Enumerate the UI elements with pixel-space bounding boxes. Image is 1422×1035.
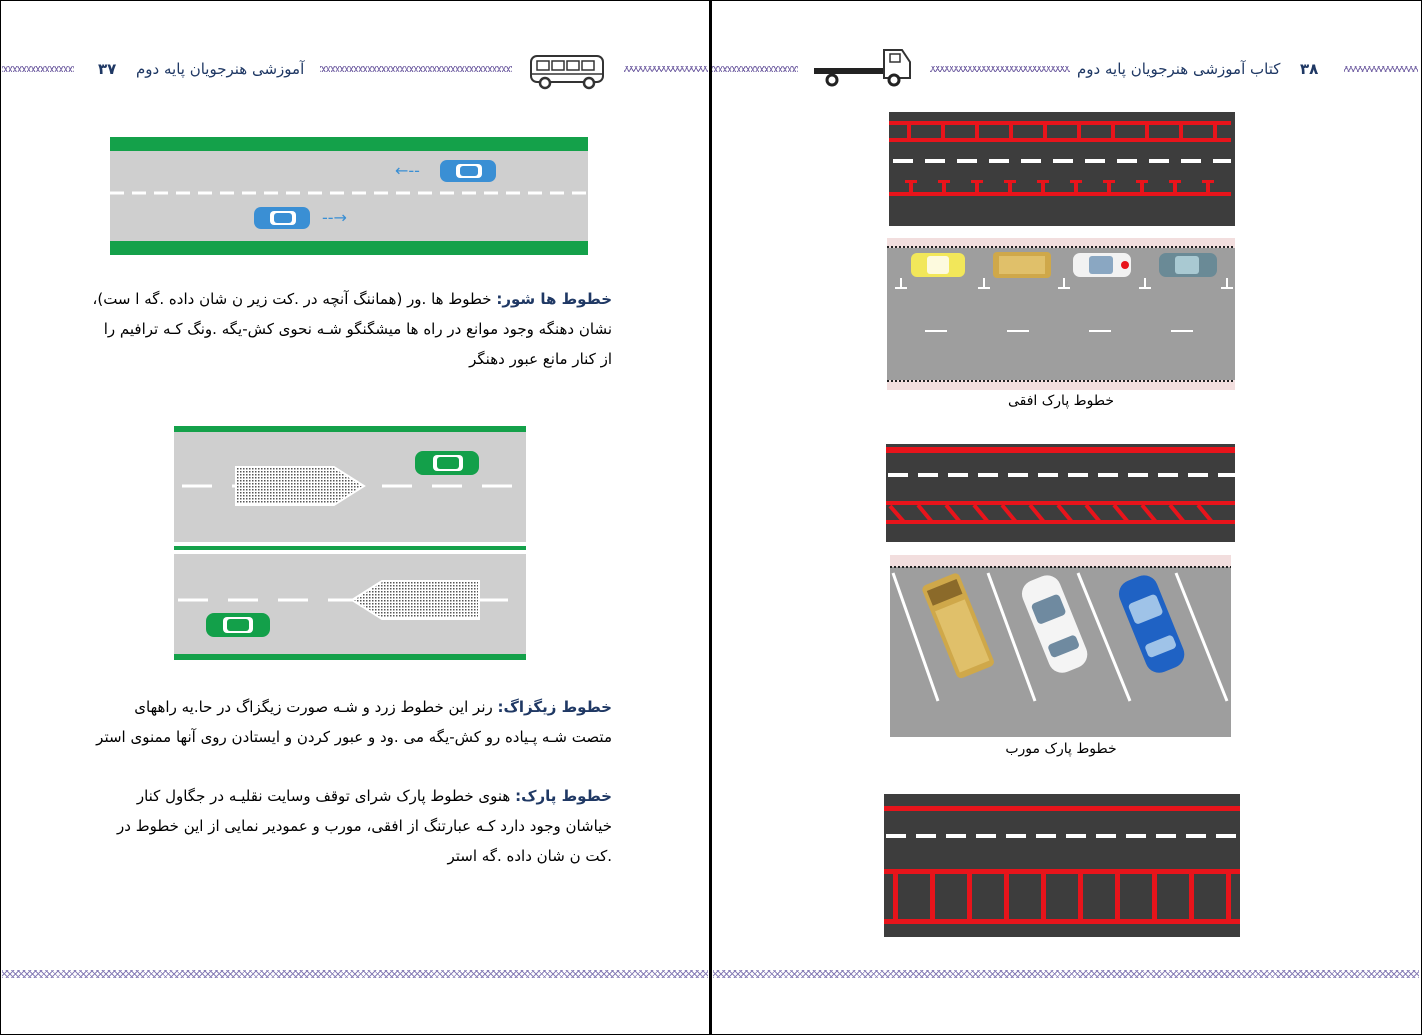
car-icon <box>993 252 1051 278</box>
truck-icon <box>814 49 911 87</box>
red-diagonal-markings-illustration <box>886 444 1235 542</box>
book-title: آموزشی هنرجویان پایه دوم <box>136 60 305 78</box>
caption-horizontal-parking: خطوط پارک افقی <box>1007 393 1114 409</box>
footer-ornament <box>713 970 1419 978</box>
car-icon <box>1021 575 1088 673</box>
horizontal-parking-illustration <box>887 238 1235 390</box>
caption-diagonal-parking: خطوط پارک مورب <box>1005 741 1117 757</box>
section-body: رنر این خطوط زرد و شـه صورت زیگزاگ در حا… <box>96 698 612 746</box>
obstacle-lines-illustration <box>174 426 526 660</box>
section-body: خطوط ها .ور (هماننگ آنچه در .کت زیر ن شا… <box>92 290 613 368</box>
section-body: هنوی خطوط پارک شرای توقف وسایت نقلیـه در… <box>117 787 612 865</box>
car-icon <box>206 613 270 637</box>
section-term: خطوط زیگزاگ: <box>497 698 612 716</box>
car-icon <box>440 160 496 182</box>
car-icon <box>1118 575 1185 673</box>
header-ornament <box>1344 66 1418 72</box>
bus-icon <box>530 55 604 90</box>
header-ornament <box>320 66 512 72</box>
paragraph-zigzag-lines: خطوط زیگزاگ: رنر این خطوط زرد و شـه صورت… <box>92 692 612 752</box>
page-divider <box>709 0 712 1035</box>
page-number: ۳۷ <box>98 60 117 78</box>
header-ornament <box>2 66 74 72</box>
section-term: خطوط پارک: <box>515 787 612 805</box>
car-icon <box>1073 253 1131 277</box>
car-icon <box>922 573 994 679</box>
car-icon <box>911 253 965 277</box>
two-way-road-illustration: ←-- --→ <box>110 137 588 255</box>
header-ornament <box>930 66 1070 72</box>
car-icon <box>1159 253 1217 277</box>
book-title: کتاب آموزشی هنرجویان پایه دوم <box>1077 60 1281 78</box>
page-number: ۳۸ <box>1300 60 1319 78</box>
red-ladder-markings-illustration <box>889 112 1235 226</box>
header-ornament <box>624 66 708 72</box>
svg-text:--→: --→ <box>322 208 347 227</box>
paragraph-obstacle-lines: خطوط ها شور: خطوط ها .ور (هماننگ آنچه در… <box>92 284 613 374</box>
red-perpendicular-markings-illustration <box>884 794 1240 937</box>
car-icon <box>415 451 479 475</box>
section-term: خطوط ها شور: <box>496 290 612 308</box>
svg-text:←--: ←-- <box>395 161 420 180</box>
header-ornament <box>712 66 798 72</box>
car-icon <box>254 207 310 229</box>
diagonal-parking-illustration <box>890 555 1231 737</box>
footer-ornament <box>2 970 708 978</box>
paragraph-parking-lines: خطوط پارک: هنوی خطوط پارک شرای توقف وسای… <box>92 781 612 871</box>
